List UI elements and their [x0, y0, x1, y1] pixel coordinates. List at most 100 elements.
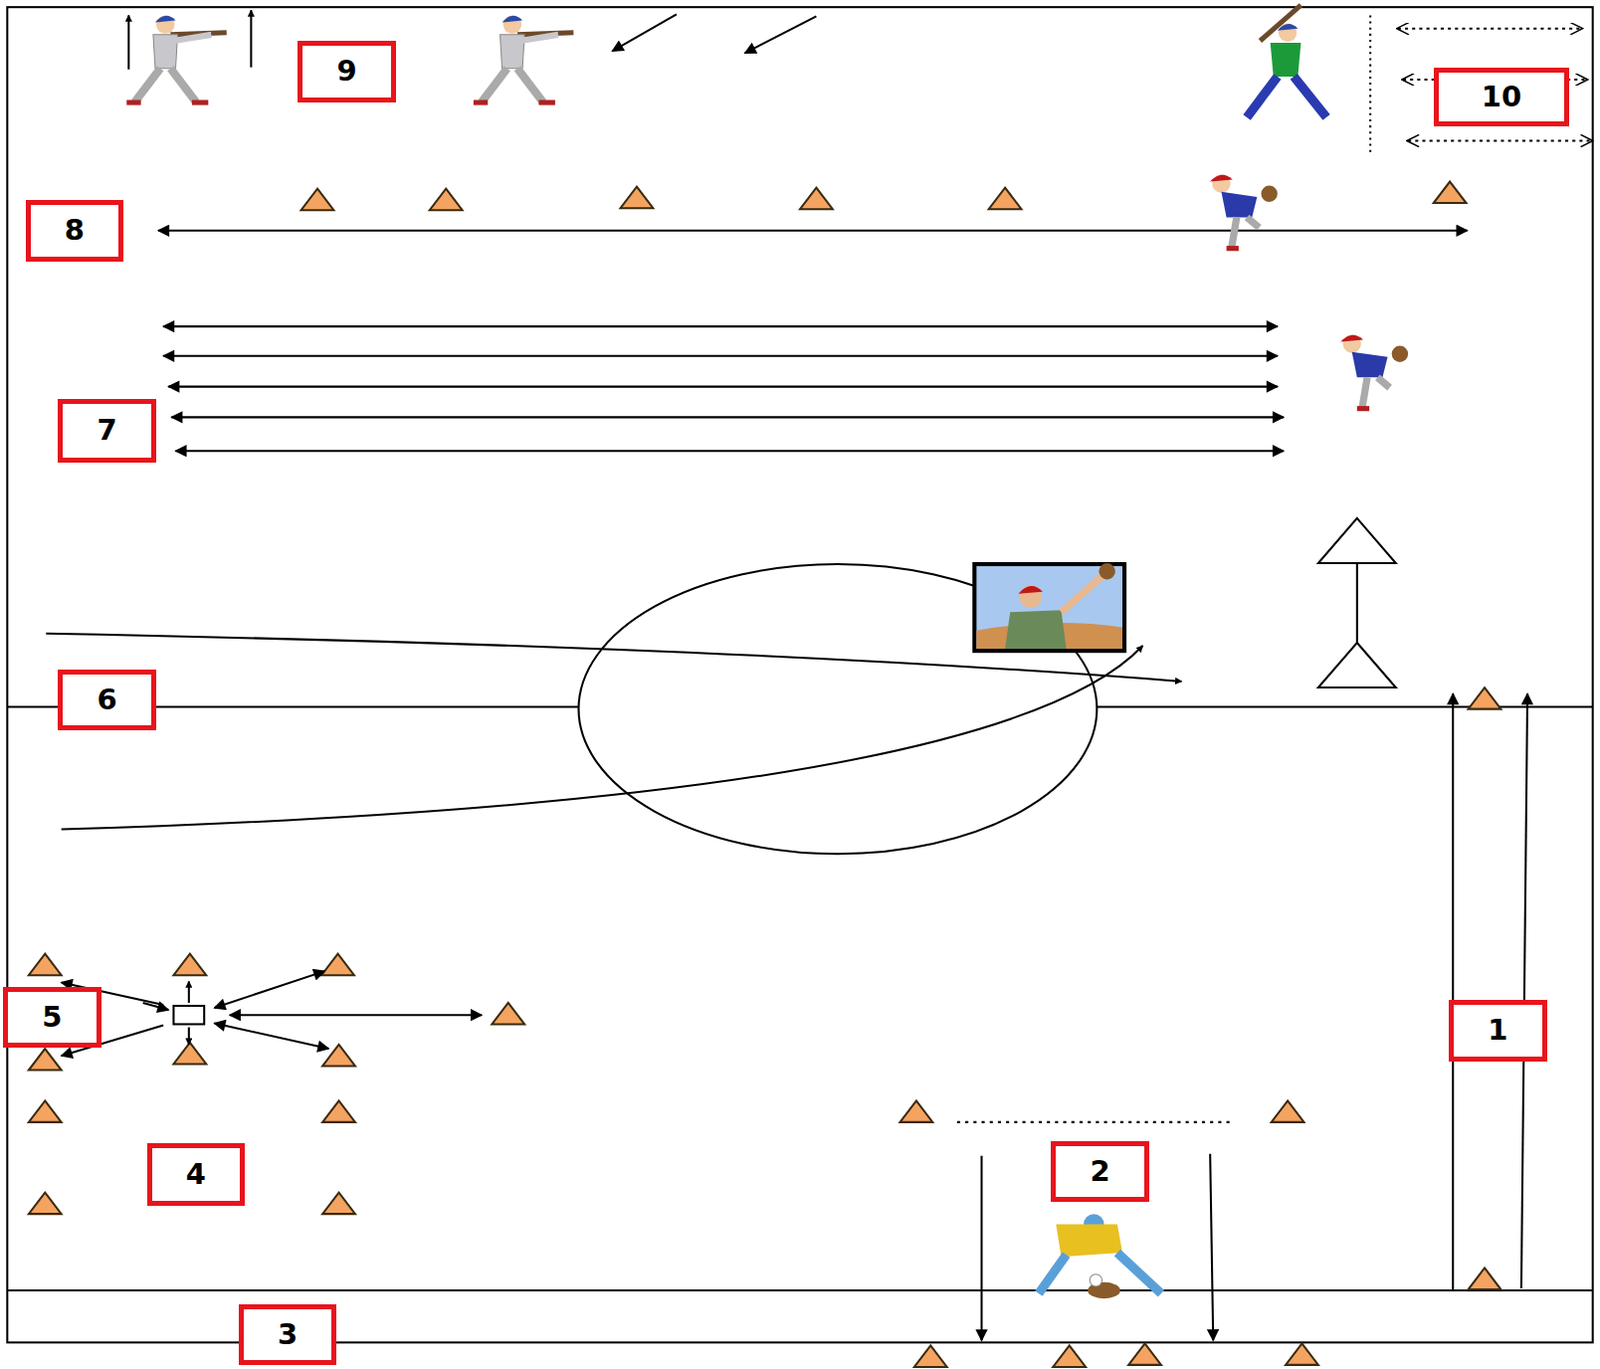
fielder — [1038, 1254, 1067, 1294]
drill-arrows — [1398, 27, 1583, 30]
station-number: 5 — [2, 987, 101, 1049]
callout-number: 3 — [277, 1320, 298, 1350]
drill-arrows — [980, 1156, 983, 1342]
drill-arrows — [249, 9, 252, 67]
callout-number: 2 — [1089, 1157, 1110, 1187]
cones — [301, 189, 335, 211]
cones — [899, 1100, 933, 1123]
station-number: 9 — [297, 40, 396, 103]
callout-number: 8 — [64, 215, 85, 245]
station-number: 8 — [25, 200, 124, 262]
cones — [1052, 1345, 1086, 1368]
cones — [1468, 1267, 1502, 1290]
drill-arrows — [168, 386, 1278, 389]
players — [1340, 334, 1408, 411]
agility-star — [143, 1002, 170, 1010]
cones — [491, 1002, 525, 1025]
drill-arrows — [1369, 14, 1372, 153]
cones — [620, 187, 654, 209]
fielder — [1038, 1213, 1162, 1299]
agility-star — [213, 971, 325, 1008]
callout-number: 10 — [1481, 82, 1522, 112]
players — [126, 4, 1408, 1299]
cones — [1433, 182, 1467, 204]
agility-star — [173, 1005, 204, 1024]
agility-star — [213, 1022, 329, 1049]
cones — [800, 188, 833, 210]
players — [1209, 174, 1278, 251]
callout-number: 5 — [41, 1002, 62, 1032]
drill-arrows — [611, 13, 677, 51]
cones — [28, 1048, 62, 1071]
fielder — [1089, 1274, 1102, 1287]
drill-arrows — [1407, 139, 1593, 142]
agility-star — [188, 1027, 191, 1045]
batter-10 — [1293, 76, 1327, 118]
fielder — [1117, 1252, 1162, 1294]
players — [473, 14, 574, 105]
field-outline — [6, 6, 1593, 1343]
cones — [321, 954, 355, 977]
drill-arrows — [957, 1121, 1235, 1124]
callout-number: 7 — [97, 415, 118, 445]
drill-arrows — [1209, 1154, 1213, 1342]
station-number: 1 — [1448, 1000, 1547, 1062]
cones — [28, 1100, 62, 1123]
batter-10 — [1246, 76, 1278, 118]
drill-arrows — [163, 325, 1278, 328]
batter-10 — [1270, 42, 1302, 77]
station-number: 6 — [57, 669, 156, 732]
catcher-picture — [1017, 586, 1043, 595]
drill-arrows — [175, 449, 1284, 452]
station-number: 4 — [147, 1143, 245, 1207]
station-number: 10 — [1433, 67, 1570, 127]
station-number: 2 — [1050, 1141, 1149, 1203]
cones — [914, 1345, 948, 1368]
callout-number: 9 — [337, 56, 358, 86]
drill-arrows — [163, 355, 1278, 358]
callout-number: 4 — [186, 1160, 206, 1190]
drill-arrows — [1318, 518, 1397, 564]
batter-10 — [1277, 23, 1299, 31]
cones — [173, 954, 206, 977]
callout-number: 1 — [1487, 1015, 1508, 1045]
drill-arrows — [45, 9, 1592, 1341]
catcher-picture — [1098, 563, 1115, 580]
cones — [28, 954, 62, 977]
station-number: 3 — [238, 1304, 337, 1367]
drill-arrows — [1356, 563, 1359, 643]
drill-arrows — [1318, 642, 1397, 688]
station-number: 7 — [57, 399, 156, 463]
cones — [1285, 1343, 1319, 1366]
catcher-picture — [974, 563, 1125, 651]
field-outline — [1096, 706, 1593, 709]
cones — [322, 1100, 356, 1123]
cones — [322, 1193, 356, 1215]
cones — [28, 1193, 62, 1215]
field-outline — [6, 1289, 1593, 1292]
fielder — [1055, 1223, 1123, 1257]
drill-arrows — [1521, 693, 1528, 1289]
cones — [429, 189, 463, 211]
agility-star — [61, 971, 482, 1056]
field-outline — [6, 6, 1593, 1343]
agility-star — [188, 981, 191, 1003]
cones — [1468, 687, 1502, 710]
callout-number: 6 — [97, 685, 118, 715]
cones — [28, 182, 1502, 1368]
agility-star — [229, 1013, 482, 1016]
cones — [1128, 1343, 1162, 1366]
drill-arrows — [158, 229, 1468, 232]
catcher-picture — [1004, 609, 1067, 649]
drill-arrows — [61, 645, 1144, 830]
drill-arrows — [1451, 693, 1454, 1291]
drill-arrows — [745, 15, 817, 53]
cones — [1271, 1100, 1305, 1123]
drill-arrows — [171, 415, 1284, 418]
drill-arrows — [127, 14, 130, 69]
batter-10 — [1246, 4, 1327, 118]
cones — [173, 1042, 206, 1065]
cones — [989, 188, 1022, 210]
catcher-picture — [1060, 576, 1102, 612]
